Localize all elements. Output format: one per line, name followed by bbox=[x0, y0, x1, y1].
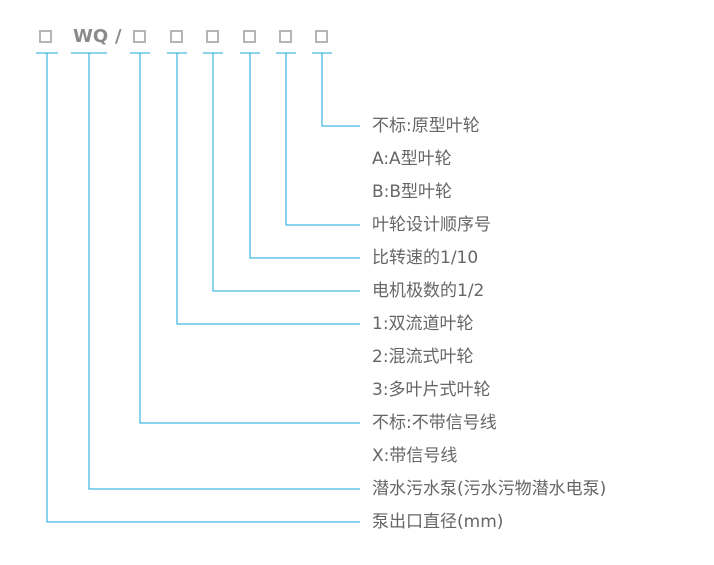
code-box-specific-speed bbox=[243, 30, 256, 43]
code-box-impeller-variant bbox=[315, 30, 328, 43]
label-item: 2:混流式叶轮 bbox=[372, 347, 474, 367]
code-box-design-seq bbox=[279, 30, 292, 43]
label-item: 不标:不带信号线 bbox=[372, 413, 497, 433]
label-item: A:A型叶轮 bbox=[372, 149, 452, 169]
label-item: 泵出口直径(mm) bbox=[372, 512, 504, 532]
connector-line bbox=[139, 53, 360, 424]
connector-line bbox=[88, 53, 360, 490]
label-item: B:B型叶轮 bbox=[372, 182, 453, 202]
label-item: 不标:原型叶轮 bbox=[372, 116, 480, 136]
label-item: 比转速的1/10 bbox=[372, 248, 479, 268]
code-box-signal bbox=[133, 30, 146, 43]
connector-line bbox=[285, 53, 360, 226]
label-item: X:带信号线 bbox=[372, 446, 458, 466]
code-box-poles bbox=[206, 30, 219, 43]
label-item: 电机极数的1/2 bbox=[372, 281, 485, 301]
code-wq: WQ bbox=[73, 26, 109, 47]
connector-line bbox=[249, 53, 360, 259]
code-slash: / bbox=[115, 26, 122, 47]
connector-line bbox=[321, 53, 360, 127]
label-item: 3:多叶片式叶轮 bbox=[372, 380, 491, 400]
code-box-impeller-type bbox=[170, 30, 183, 43]
label-item: 潜水污水泵(污水污物潜水电泵) bbox=[372, 479, 607, 499]
label-item: 叶轮设计顺序号 bbox=[372, 215, 491, 235]
label-item: 1:双流道叶轮 bbox=[372, 314, 474, 334]
connector-line bbox=[212, 53, 360, 292]
code-box-diameter bbox=[39, 30, 52, 43]
connector-line bbox=[176, 53, 360, 325]
connector-line bbox=[46, 53, 360, 523]
